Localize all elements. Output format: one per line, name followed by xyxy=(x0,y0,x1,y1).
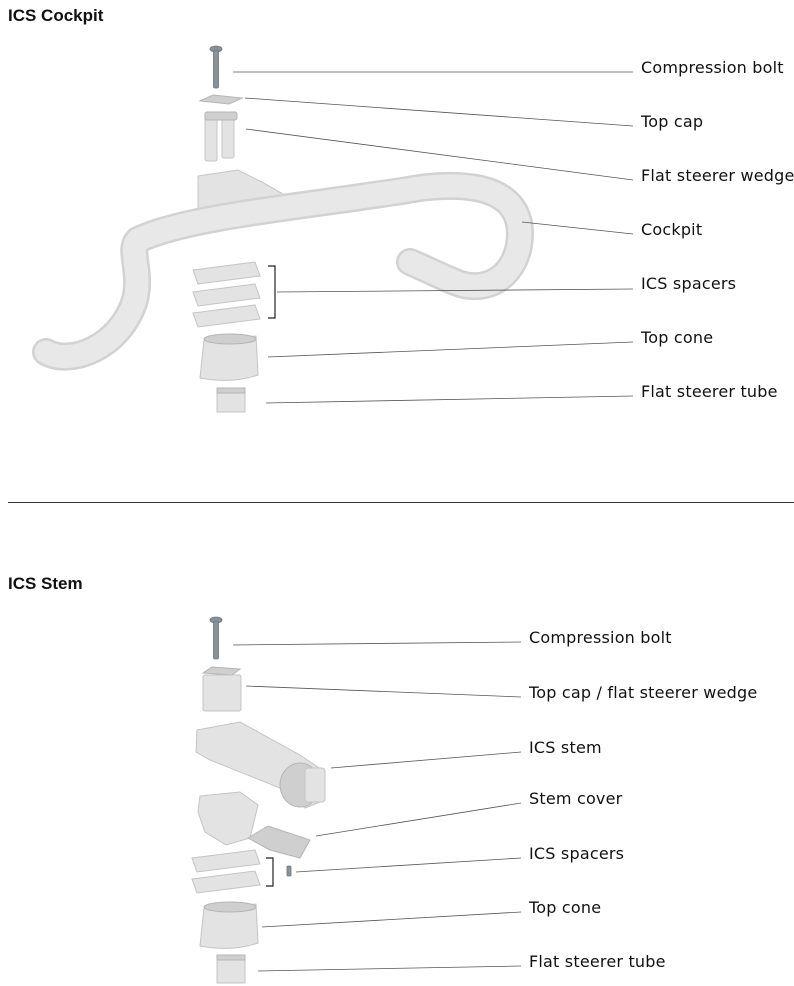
top-cone-illustration xyxy=(199,333,259,381)
flat-steerer-wedge-illustration xyxy=(204,111,238,162)
stem-label-flat-steerer-tube: Flat steerer tube xyxy=(529,952,666,971)
cockpit-handlebar-illustration xyxy=(32,169,534,371)
stem-label-ics-spacers: ICS spacers xyxy=(529,844,625,863)
stem-label-stem-cover: Stem cover xyxy=(529,789,623,808)
label-flat-steerer-wedge: Flat steerer wedge xyxy=(641,166,794,185)
ics-spacers-illustration xyxy=(192,261,261,328)
section-divider xyxy=(8,502,794,503)
stem-top-cap-wedge-illustration xyxy=(201,666,242,712)
ics-stem-illustration xyxy=(195,721,326,809)
stem-cover-illustration xyxy=(197,791,311,859)
label-cockpit: Cockpit xyxy=(641,220,703,239)
label-ics-spacers: ICS spacers xyxy=(641,274,737,293)
label-top-cap: Top cap xyxy=(641,112,704,131)
stem-top-cone-illustration xyxy=(199,901,259,949)
section-title-cockpit: ICS Cockpit xyxy=(8,6,104,25)
stem-label-top-cone: Top cone xyxy=(529,898,602,917)
flat-steerer-tube-illustration xyxy=(216,387,246,413)
stem-spacers-bracket xyxy=(266,857,274,887)
stem-compression-bolt-illustration xyxy=(209,616,223,660)
stem-label-ics-stem: ICS stem xyxy=(529,738,602,757)
cockpit-assembly xyxy=(32,45,634,413)
top-cap-illustration xyxy=(198,94,244,105)
stem-assembly xyxy=(191,616,522,984)
label-flat-steerer-tube: Flat steerer tube xyxy=(641,382,778,401)
label-compression-bolt: Compression bolt xyxy=(641,58,784,77)
section-title-stem: ICS Stem xyxy=(8,574,83,593)
compression-bolt-illustration xyxy=(209,45,223,89)
spacers-bracket xyxy=(268,265,276,319)
stem-ics-spacers-illustration xyxy=(191,849,292,894)
stem-flat-steerer-tube-illustration xyxy=(216,954,246,984)
stem-label-top-cap-wedge: Top cap / flat steerer wedge xyxy=(529,683,758,702)
stem-label-compression-bolt: Compression bolt xyxy=(529,628,672,647)
label-top-cone: Top cone xyxy=(641,328,714,347)
